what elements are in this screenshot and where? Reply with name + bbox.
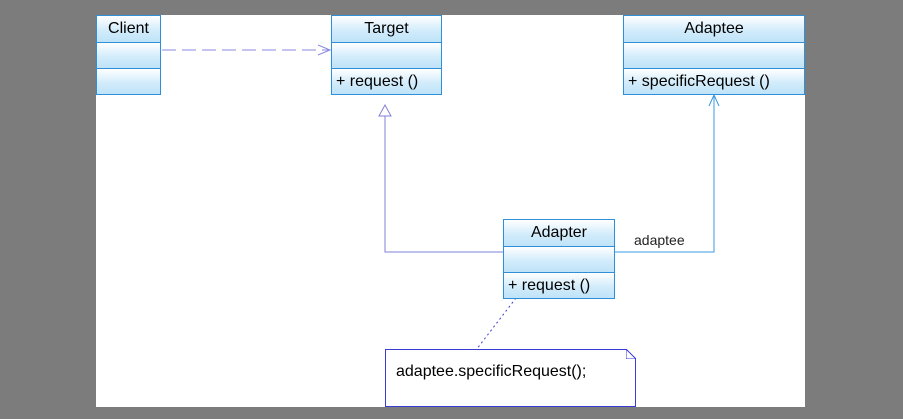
note[interactable]: adaptee.specificRequest(); <box>385 349 636 407</box>
note-text: adaptee.specificRequest(); <box>396 363 587 380</box>
class-adapter[interactable]: Adapter + request () <box>503 219 615 299</box>
class-client-name: Client <box>97 16 160 42</box>
note-anchor-line <box>475 297 517 351</box>
class-client-attributes <box>97 42 160 68</box>
class-target-operation: + request () <box>332 68 441 94</box>
class-adapter-operation: + request () <box>504 272 614 298</box>
class-target-name: Target <box>332 16 441 42</box>
class-adaptee[interactable]: Adaptee + specificRequest () <box>623 15 805 95</box>
association-arrowhead <box>708 93 720 107</box>
dependency-arrowhead <box>317 44 332 56</box>
generalization-line <box>384 116 503 253</box>
class-adaptee-name: Adaptee <box>624 16 804 42</box>
generalization-arrowhead <box>378 103 392 117</box>
class-adapter-attributes <box>504 246 614 272</box>
class-target-attributes <box>332 42 441 68</box>
class-adaptee-operation: + specificRequest () <box>624 68 804 94</box>
association-label: adaptee <box>634 232 685 248</box>
class-adapter-name: Adapter <box>504 220 614 246</box>
note-fold-corner <box>626 349 636 359</box>
class-client-operations <box>97 68 160 94</box>
class-client[interactable]: Client <box>96 15 161 95</box>
class-adaptee-attributes <box>624 42 804 68</box>
class-target[interactable]: Target + request () <box>331 15 442 95</box>
association-line <box>615 95 715 253</box>
